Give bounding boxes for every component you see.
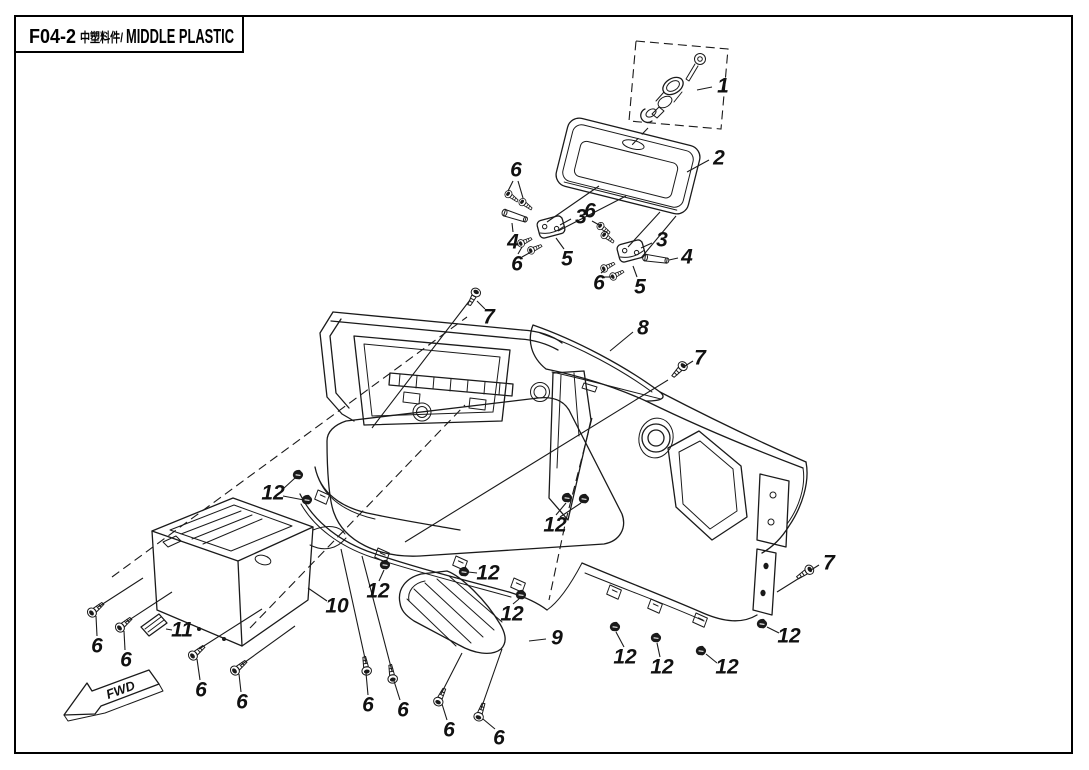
callout-leader-line bbox=[282, 495, 305, 501]
callout-leader-line bbox=[307, 587, 328, 602]
callout-leader-line bbox=[559, 218, 572, 226]
callout-leader-line bbox=[511, 222, 514, 233]
callout-leader-line bbox=[165, 628, 173, 631]
callout-leader-line bbox=[591, 220, 602, 227]
main-body-drawing bbox=[299, 311, 808, 629]
callout-leader-line bbox=[123, 630, 126, 651]
pad-drawing bbox=[140, 613, 168, 637]
callout-leader-line bbox=[521, 251, 532, 258]
guard-drawing bbox=[398, 570, 506, 655]
callout-leader-line bbox=[559, 502, 582, 518]
callout-number-12: 12 bbox=[261, 482, 285, 505]
callout-number-12: 12 bbox=[366, 580, 390, 603]
storage-box-drawing bbox=[151, 497, 347, 647]
callout-number-5: 5 bbox=[634, 276, 646, 299]
callout-leader-line bbox=[95, 615, 98, 637]
callout-number-12: 12 bbox=[613, 646, 637, 669]
callout-number-6: 6 bbox=[91, 635, 103, 658]
callout-leader-line bbox=[766, 626, 780, 634]
lock-assembly-drawing bbox=[628, 40, 729, 130]
callout-leader-line bbox=[640, 242, 653, 249]
callout-number-11: 11 bbox=[171, 619, 193, 642]
push-clip-fasteners bbox=[291, 468, 769, 658]
callout-leader-line bbox=[517, 180, 524, 199]
callout-leader-line bbox=[507, 180, 514, 192]
callout-number-12: 12 bbox=[715, 656, 739, 679]
callout-leader-line bbox=[810, 564, 820, 571]
title-chinese: 中塑料件/ bbox=[80, 30, 123, 45]
callout-leader-line bbox=[615, 631, 625, 648]
callout-leader-line bbox=[609, 331, 634, 352]
callout-number-6: 6 bbox=[236, 691, 248, 714]
callout-leader-line bbox=[555, 502, 567, 516]
callout-number-7: 7 bbox=[823, 552, 836, 575]
callout-number-6: 6 bbox=[443, 719, 455, 742]
callout-leader-line bbox=[632, 265, 638, 278]
callout-number-12: 12 bbox=[777, 625, 801, 648]
callout-leader-line bbox=[476, 300, 486, 310]
callout-leader-line bbox=[684, 360, 694, 367]
callout-leader-line bbox=[393, 680, 401, 701]
callout-leader-line bbox=[282, 477, 296, 490]
callout-leader-line bbox=[517, 246, 523, 255]
screw-fasteners bbox=[85, 188, 816, 723]
callout-number-9: 9 bbox=[551, 627, 563, 650]
callout-number-4: 4 bbox=[680, 246, 693, 269]
callout-number-12: 12 bbox=[650, 656, 674, 679]
glovebox-lid-drawing bbox=[555, 117, 701, 215]
callout-number-8: 8 bbox=[637, 317, 649, 340]
callout-number-6: 6 bbox=[120, 649, 132, 672]
callout-leader-line bbox=[705, 653, 718, 664]
callout-leader-line bbox=[668, 257, 679, 261]
callout-number-7: 7 bbox=[483, 306, 496, 329]
callout-number-5: 5 bbox=[561, 248, 573, 271]
callout-number-6: 6 bbox=[584, 200, 596, 223]
callout-leader-line bbox=[686, 159, 710, 173]
callout-number-3: 3 bbox=[575, 206, 587, 229]
callout-number-6: 6 bbox=[362, 694, 374, 717]
callout-number-12: 12 bbox=[500, 603, 524, 626]
callout-leader-line bbox=[656, 642, 661, 658]
callout-leader-line bbox=[467, 571, 478, 574]
callout-leader-line bbox=[600, 269, 606, 274]
callout-leader-line bbox=[482, 718, 496, 730]
callout-leader-line bbox=[555, 237, 565, 250]
title-block: F04-2 中塑料件/ MIDDLE PLASTIC bbox=[14, 15, 244, 53]
callout-number-10: 10 bbox=[325, 595, 349, 618]
callout-number-6: 6 bbox=[195, 679, 207, 702]
callout-number-6: 6 bbox=[510, 159, 522, 182]
fwd-arrow: FWD bbox=[63, 669, 164, 722]
page-border bbox=[14, 15, 1073, 754]
callout-leader-line bbox=[512, 598, 520, 605]
callout-leader-line bbox=[696, 86, 713, 91]
callout-number-12: 12 bbox=[476, 562, 500, 585]
callout-number-2: 2 bbox=[712, 147, 725, 170]
callout-number-6: 6 bbox=[593, 272, 605, 295]
alignment-lines bbox=[97, 127, 802, 710]
callout-leader-line bbox=[528, 638, 547, 642]
callout-number-7: 7 bbox=[694, 347, 707, 370]
callout-leader-line bbox=[238, 673, 242, 693]
callout-leader-line bbox=[441, 703, 448, 721]
callout-number-6: 6 bbox=[511, 253, 523, 276]
callout-number-6: 6 bbox=[397, 699, 409, 722]
callout-leader-line bbox=[365, 672, 369, 696]
callout-leader-line bbox=[378, 569, 385, 582]
callout-leader-line bbox=[196, 658, 201, 681]
title-code: F04-2 bbox=[29, 26, 76, 48]
title-box bbox=[14, 15, 244, 53]
callout-number-3: 3 bbox=[656, 229, 668, 252]
title-english: MIDDLE PLASTIC bbox=[126, 26, 234, 48]
callout-number-4: 4 bbox=[506, 231, 519, 254]
callout-number-12: 12 bbox=[543, 514, 567, 537]
callout-number-6: 6 bbox=[493, 727, 505, 750]
callout-number-1: 1 bbox=[717, 75, 729, 98]
